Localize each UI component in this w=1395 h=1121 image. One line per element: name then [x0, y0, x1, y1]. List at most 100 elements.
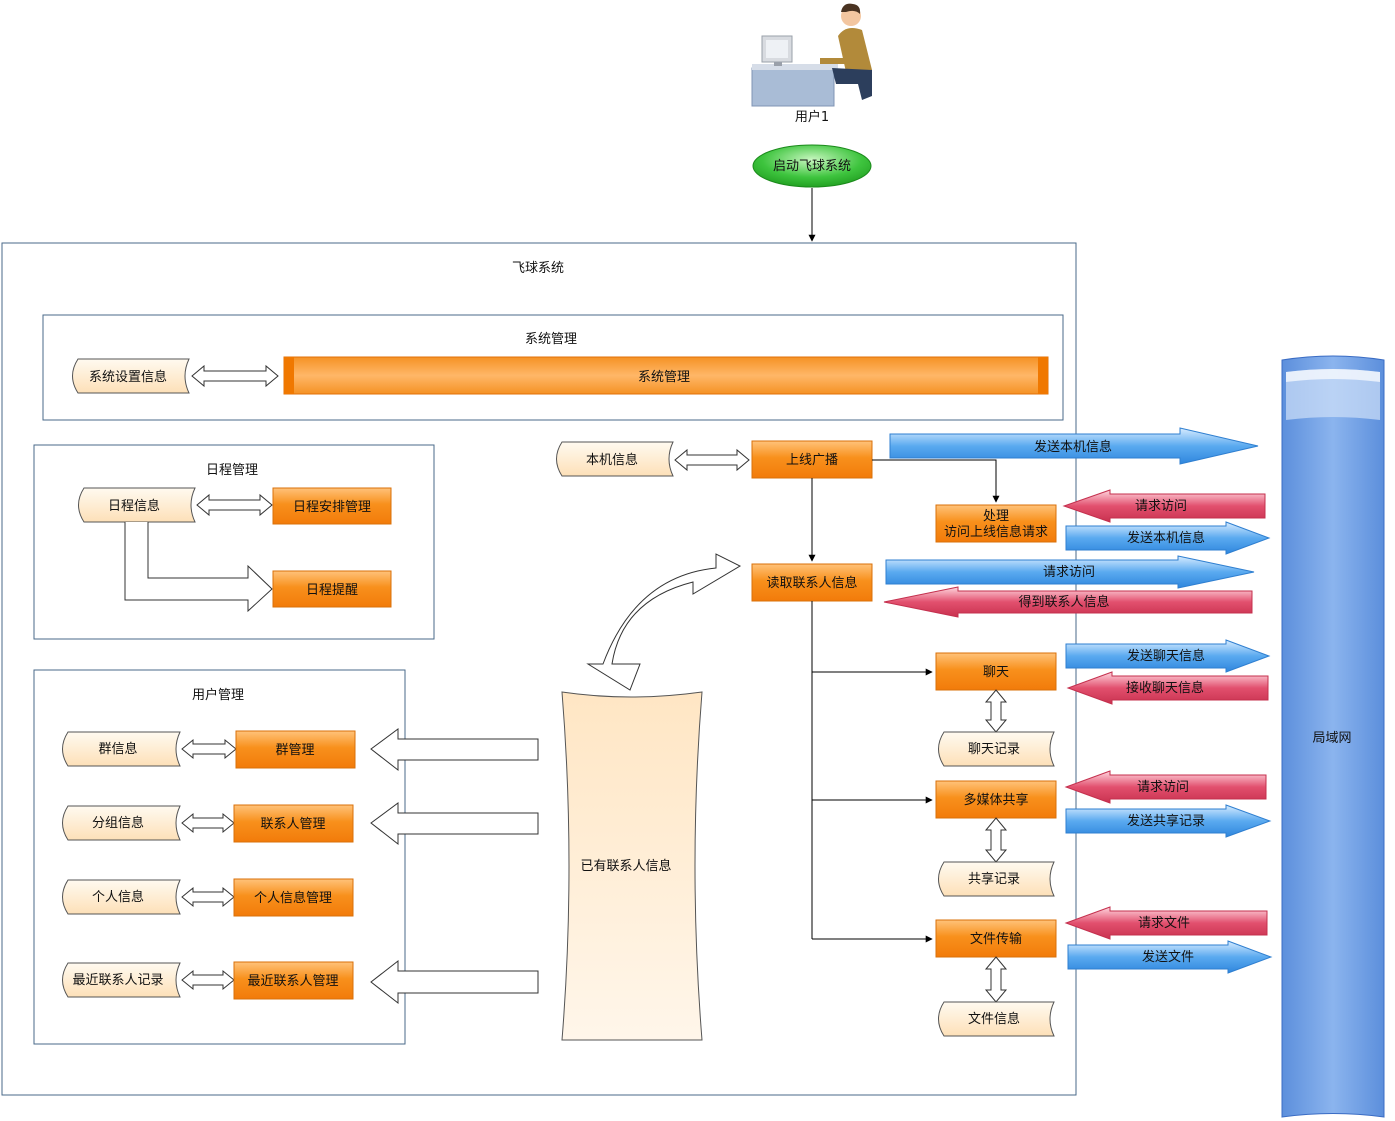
- sysmgmt-title: 系统管理: [525, 332, 577, 347]
- sysmgmt-process-label: 系统管理: [638, 370, 690, 385]
- sysmgmt-group: [42, 314, 1064, 421]
- schedule-arrange-process[interactable]: 日程安排管理: [272, 487, 392, 525]
- sysmgmt-store-label: 系统设置信息: [89, 369, 167, 385]
- system-boundary: [1, 242, 1077, 1096]
- start-label: 启动飞球系统: [773, 159, 851, 174]
- chat-log-double-arrow: [984, 689, 1008, 733]
- contacts-db[interactable]: 已有联系人信息: [561, 691, 703, 1041]
- handle-sub-label: 访问上线信息请求: [944, 524, 1048, 540]
- schedule-remind-label: 日程提醒: [306, 582, 358, 598]
- schedule-title: 日程管理: [206, 463, 258, 478]
- chat-process[interactable]: 聊天: [935, 652, 1057, 691]
- share-log-store[interactable]: 共享记录: [938, 861, 1055, 897]
- msg-get-contacts: 得到联系人信息: [883, 586, 1253, 618]
- file-transfer-label: 文件传输: [970, 931, 1022, 947]
- msg-send-local-big-label: 发送本机信息: [1034, 439, 1112, 455]
- chat-label: 聊天: [983, 665, 1009, 680]
- msg-send-chat-label: 发送聊天信息: [1127, 648, 1205, 664]
- personal-mgmt-label: 个人信息管理: [254, 890, 332, 906]
- sysmgmt-store[interactable]: 系统设置信息: [72, 358, 190, 394]
- msg-request-access-3: 请求访问: [1064, 770, 1267, 804]
- read-contacts-label: 读取联系人信息: [766, 575, 857, 591]
- schedule-double-arrow: [196, 493, 273, 517]
- recent-contacts-label: 最近联系人记录: [72, 973, 163, 988]
- recent-contacts-store[interactable]: 最近联系人记录: [62, 962, 181, 998]
- msg-request-file-label: 请求文件: [1138, 916, 1190, 931]
- personal-double-arrow: [181, 886, 235, 908]
- sysmgmt-double-arrow: [191, 364, 279, 388]
- chat-log-label: 聊天记录: [968, 742, 1020, 757]
- contact-double-arrow: [181, 812, 235, 834]
- broadcast-process[interactable]: 上线广播: [751, 440, 873, 479]
- chat-log-store[interactable]: 聊天记录: [938, 731, 1055, 767]
- share-log-label: 共享记录: [968, 871, 1020, 887]
- db-to-recent-arrow: [370, 959, 539, 1005]
- msg-send-local: 发送本机信息: [1065, 521, 1271, 555]
- broadcast-to-handle-line: [872, 459, 1000, 503]
- group-mgmt-process[interactable]: 群管理: [235, 730, 356, 769]
- subgroup-info-label: 分组信息: [92, 815, 144, 831]
- user-figure: 用户1: [751, 3, 872, 125]
- multimedia-process[interactable]: 多媒体共享: [935, 780, 1057, 819]
- recent-mgmt-label: 最近联系人管理: [247, 974, 338, 989]
- msg-send-file: 发送文件: [1067, 940, 1273, 974]
- msg-request-file: 请求文件: [1064, 906, 1268, 940]
- personal-info-store[interactable]: 个人信息: [62, 879, 181, 915]
- sysmgmt-process[interactable]: 系统管理: [283, 356, 1049, 395]
- schedule-store[interactable]: 日程信息: [78, 487, 196, 523]
- group-info-label: 群信息: [98, 741, 137, 757]
- group-double-arrow: [181, 738, 237, 760]
- start-node[interactable]: 启动飞球系统: [752, 144, 872, 188]
- file-info-store[interactable]: 文件信息: [938, 1001, 1055, 1037]
- group-info-store[interactable]: 群信息: [62, 731, 181, 767]
- share-log-double-arrow: [984, 817, 1008, 863]
- db-to-contact-arrow: [370, 802, 539, 846]
- msg-send-file-label: 发送文件: [1142, 949, 1194, 965]
- schedule-group: [33, 444, 435, 640]
- broadcast-label: 上线广播: [786, 453, 838, 468]
- contact-mgmt-process[interactable]: 联系人管理: [233, 804, 354, 843]
- file-info-label: 文件信息: [968, 1011, 1020, 1027]
- msg-request-access-2-label: 请求访问: [1043, 565, 1095, 580]
- contact-mgmt-label: 联系人管理: [260, 817, 325, 832]
- schedule-store-label: 日程信息: [108, 498, 160, 514]
- usermgmt-group: [33, 669, 406, 1045]
- msg-send-local-label: 发送本机信息: [1127, 530, 1205, 546]
- recent-double-arrow: [181, 969, 235, 991]
- msg-recv-chat-label: 接收聊天信息: [1126, 680, 1204, 696]
- schedule-remind-arrow: [124, 522, 273, 613]
- user-label: 用户1: [795, 109, 829, 125]
- lan-label: 局域网: [1312, 731, 1351, 746]
- usermgmt-row-group: 群信息 群管理 分组信息 联系人管理 个人信息 个人信息管理 最近联系人记录: [62, 730, 356, 1000]
- local-info-double-arrow: [674, 448, 750, 472]
- lan-node[interactable]: 局域网: [1281, 355, 1385, 1118]
- local-info-store[interactable]: 本机信息: [556, 441, 674, 477]
- user-icon: [751, 3, 872, 107]
- file-info-double-arrow: [984, 956, 1008, 1003]
- group-mgmt-label: 群管理: [275, 743, 314, 758]
- personal-info-label: 个人信息: [92, 889, 144, 905]
- usermgmt-title: 用户管理: [192, 687, 244, 703]
- db-read-curved-arrow: [586, 553, 742, 691]
- msg-recv-chat: 接收聊天信息: [1066, 671, 1269, 705]
- file-transfer-process[interactable]: 文件传输: [935, 919, 1057, 958]
- recent-mgmt-process[interactable]: 最近联系人管理: [233, 961, 354, 1000]
- read-contacts-process[interactable]: 读取联系人信息: [751, 563, 873, 602]
- subgroup-info-store[interactable]: 分组信息: [62, 805, 181, 841]
- msg-request-access-1: 请求访问: [1062, 489, 1266, 523]
- db-to-group-arrow: [370, 728, 539, 772]
- handle-process[interactable]: 处理 访问上线信息请求: [935, 504, 1057, 543]
- contacts-db-label: 已有联系人信息: [580, 858, 671, 874]
- msg-request-access-3-label: 请求访问: [1137, 780, 1189, 795]
- msg-request-access-2: 请求访问: [885, 555, 1255, 589]
- multimedia-label: 多媒体共享: [963, 792, 1028, 808]
- schedule-remind-process[interactable]: 日程提醒: [272, 570, 392, 608]
- msg-get-contacts-label: 得到联系人信息: [1018, 594, 1109, 610]
- system-title: 飞球系统: [512, 261, 564, 276]
- personal-mgmt-process[interactable]: 个人信息管理: [233, 878, 354, 917]
- schedule-arrange-label: 日程安排管理: [293, 500, 371, 515]
- msg-send-share: 发送共享记录: [1065, 804, 1272, 838]
- msg-send-chat: 发送聊天信息: [1065, 639, 1271, 673]
- msg-request-access-1-label: 请求访问: [1135, 499, 1187, 514]
